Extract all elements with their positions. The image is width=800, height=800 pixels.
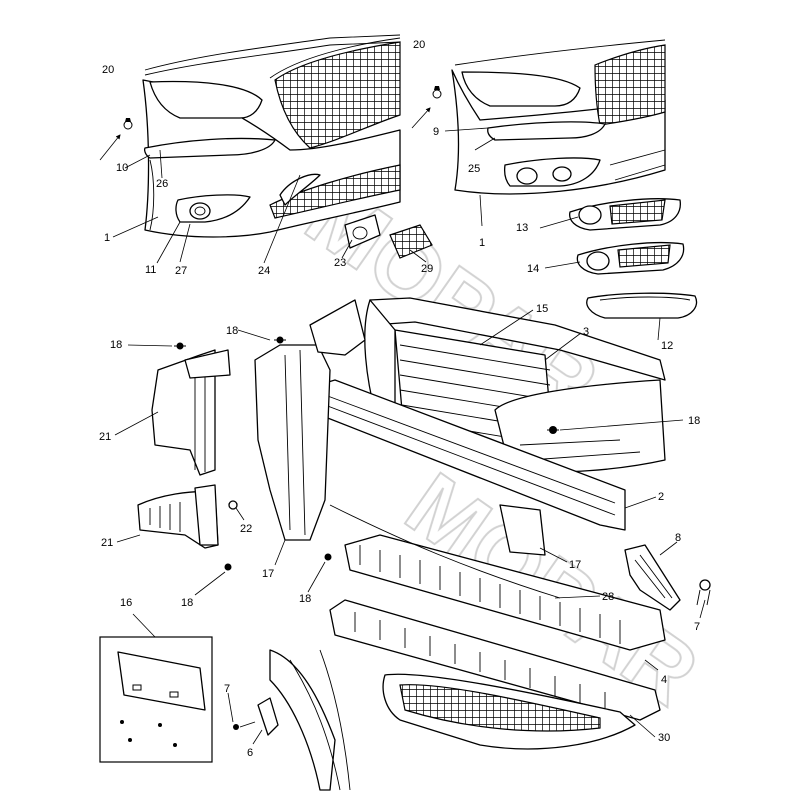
bezel-13 bbox=[586, 292, 698, 319]
radiator-support bbox=[317, 297, 666, 556]
callout-13: 12 bbox=[661, 340, 673, 352]
callout-19-e: 18 bbox=[299, 593, 311, 605]
callout-21-a: 21 bbox=[99, 431, 111, 443]
callout-15: 14 bbox=[527, 263, 539, 275]
beam-bracket-18 bbox=[499, 504, 546, 556]
callout-27: 27 bbox=[175, 265, 187, 277]
fender-edge bbox=[269, 649, 351, 791]
callout-11: 10 bbox=[116, 162, 128, 174]
callout-24: 24 bbox=[258, 265, 270, 277]
callout-1-right: 1 bbox=[479, 237, 485, 249]
chrome-strip bbox=[279, 173, 321, 206]
callout-6: 6 bbox=[247, 747, 253, 759]
callout-23: 23 bbox=[334, 257, 346, 269]
air-duct-21-lower bbox=[137, 484, 219, 549]
callout-21-b: 21 bbox=[101, 537, 113, 549]
callout-29: 29 bbox=[421, 263, 433, 275]
callout-20-left: 20 bbox=[102, 64, 114, 76]
fastener-22 bbox=[228, 500, 238, 510]
bracket-6 bbox=[233, 697, 279, 736]
bolt-9 bbox=[696, 579, 711, 606]
fastener-19-d bbox=[224, 563, 232, 571]
callout-7: 7 bbox=[224, 683, 230, 695]
fog-lamp-assembly-15 bbox=[576, 242, 685, 275]
callout-19-a: 18 bbox=[110, 339, 122, 351]
callout-28: 28 bbox=[602, 591, 614, 603]
callout-30: 30 bbox=[658, 732, 670, 744]
license-bracket-box-17 bbox=[99, 613, 213, 763]
fastener-19-e bbox=[324, 553, 332, 561]
energy-absorber-lower-4 bbox=[329, 599, 661, 721]
callout-14: 13 bbox=[516, 222, 528, 234]
callout-9: 7 bbox=[694, 621, 700, 633]
fascia-view-right bbox=[411, 39, 666, 195]
grille-lower bbox=[269, 164, 401, 219]
grille-upper bbox=[274, 41, 401, 149]
push-pin-fastener-20b bbox=[432, 86, 442, 99]
callout-22: 22 bbox=[240, 523, 252, 535]
air-duct-21-upper bbox=[151, 349, 231, 476]
headlamp-right bbox=[461, 71, 581, 107]
fastener-19-c bbox=[547, 426, 559, 434]
fastener-19-a bbox=[174, 342, 186, 350]
callout-2: 2 bbox=[658, 491, 664, 503]
callout-16: 15 bbox=[536, 303, 548, 315]
callout-18-left: 17 bbox=[262, 568, 274, 580]
callout-10: 9 bbox=[433, 126, 439, 138]
callout-19-c: 18 bbox=[688, 415, 700, 427]
callout-25: 25 bbox=[468, 163, 480, 175]
fascia-view-left bbox=[99, 34, 401, 238]
callout-17: 16 bbox=[120, 597, 132, 609]
bracket-8 bbox=[624, 544, 681, 611]
callout-19-d: 18 bbox=[181, 597, 193, 609]
callout-3: 3 bbox=[583, 326, 589, 338]
callout-4: 4 bbox=[661, 674, 667, 686]
fog-lamp-cover-23 bbox=[344, 214, 381, 249]
trim-strip-left bbox=[144, 137, 276, 159]
callout-26: 26 bbox=[156, 178, 168, 190]
callout-1-left: 1 bbox=[104, 232, 110, 244]
energy-absorber-upper bbox=[344, 534, 666, 651]
callout-19-b: 18 bbox=[226, 325, 238, 337]
leader-lines bbox=[112, 127, 706, 745]
fog-lamp-assembly-14 bbox=[569, 198, 681, 231]
headlamp-left bbox=[149, 80, 263, 119]
callout-18-right: 17 bbox=[569, 559, 581, 571]
grille-insert-29 bbox=[389, 224, 433, 259]
license-plate-bracket bbox=[117, 651, 206, 711]
fastener-19-b bbox=[274, 336, 286, 344]
callout-8: 8 bbox=[675, 532, 681, 544]
callout-12: 11 bbox=[145, 264, 156, 276]
air-guide-18-left bbox=[254, 299, 366, 541]
trim-strip-right bbox=[487, 121, 606, 141]
callout-labels: 20 10 26 1 11 27 24 23 29 20 9 25 1 13 1… bbox=[99, 39, 700, 759]
rod-28 bbox=[329, 504, 561, 599]
lower-grille-30 bbox=[382, 673, 636, 750]
push-pin-fastener-20a bbox=[123, 118, 133, 130]
grille-right bbox=[594, 44, 666, 126]
callout-20-right: 20 bbox=[413, 39, 425, 51]
